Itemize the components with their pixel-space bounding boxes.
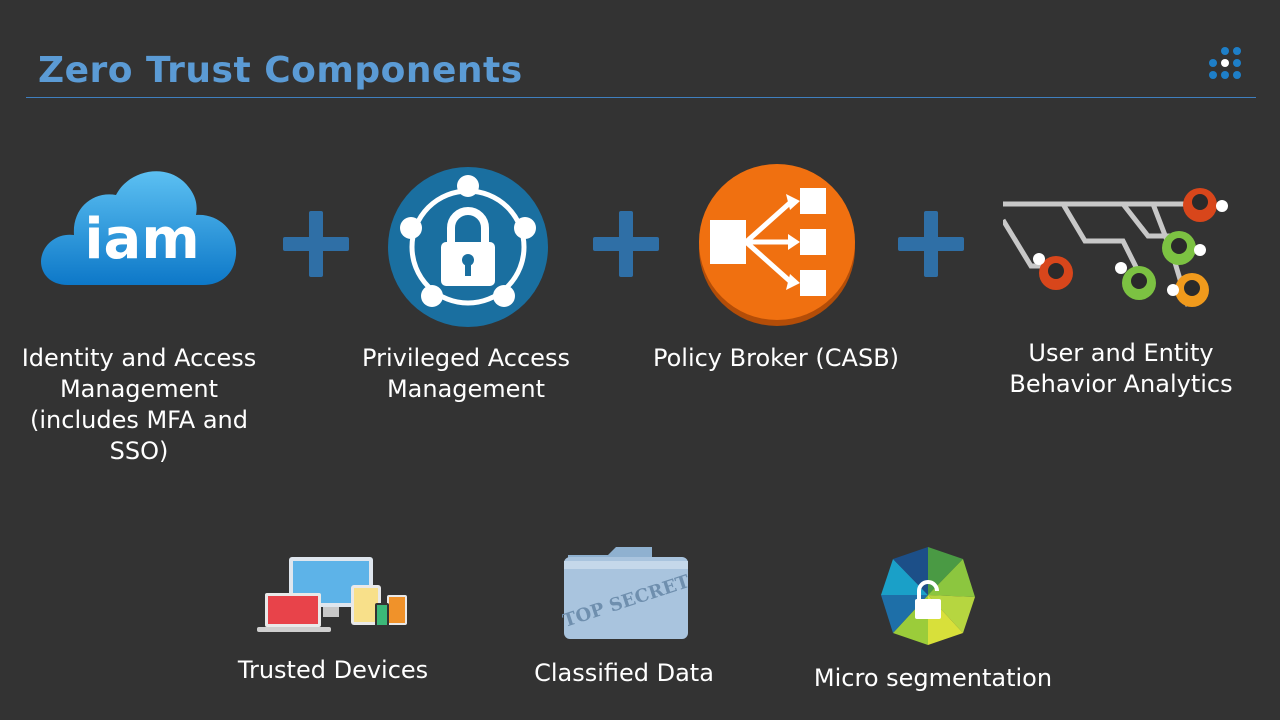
trusted-devices-label: Trusted Devices [237, 656, 429, 684]
ueba-label: User and Entity Behavior Analytics [1009, 339, 1233, 398]
title-rule [26, 97, 1256, 98]
plus-icon [593, 211, 659, 277]
top-secret-folder-icon: TOP SECRET [562, 547, 690, 639]
lock-network-icon [388, 167, 548, 327]
devices-icon [257, 557, 407, 632]
plus-icon [898, 211, 964, 277]
plus-icon [283, 211, 349, 277]
iam-cloud-icon: iam [41, 171, 237, 285]
segmented-lock-icon [881, 547, 975, 645]
casb-label: Policy Broker (CASB) [652, 344, 900, 372]
load-balancer-icon [699, 164, 855, 326]
brand-logo-icon [1209, 47, 1241, 79]
classified-data-label: Classified Data [534, 659, 714, 687]
user-behavior-icon [1003, 188, 1228, 307]
pam-label: Privileged Access Management [362, 344, 570, 403]
page-title: Zero Trust Components [38, 50, 523, 91]
micro-segmentation-label: Micro segmentation [813, 664, 1053, 692]
iam-logo-text: iam [84, 207, 199, 272]
iam-label: Identity and Access Management (includes… [21, 344, 257, 465]
